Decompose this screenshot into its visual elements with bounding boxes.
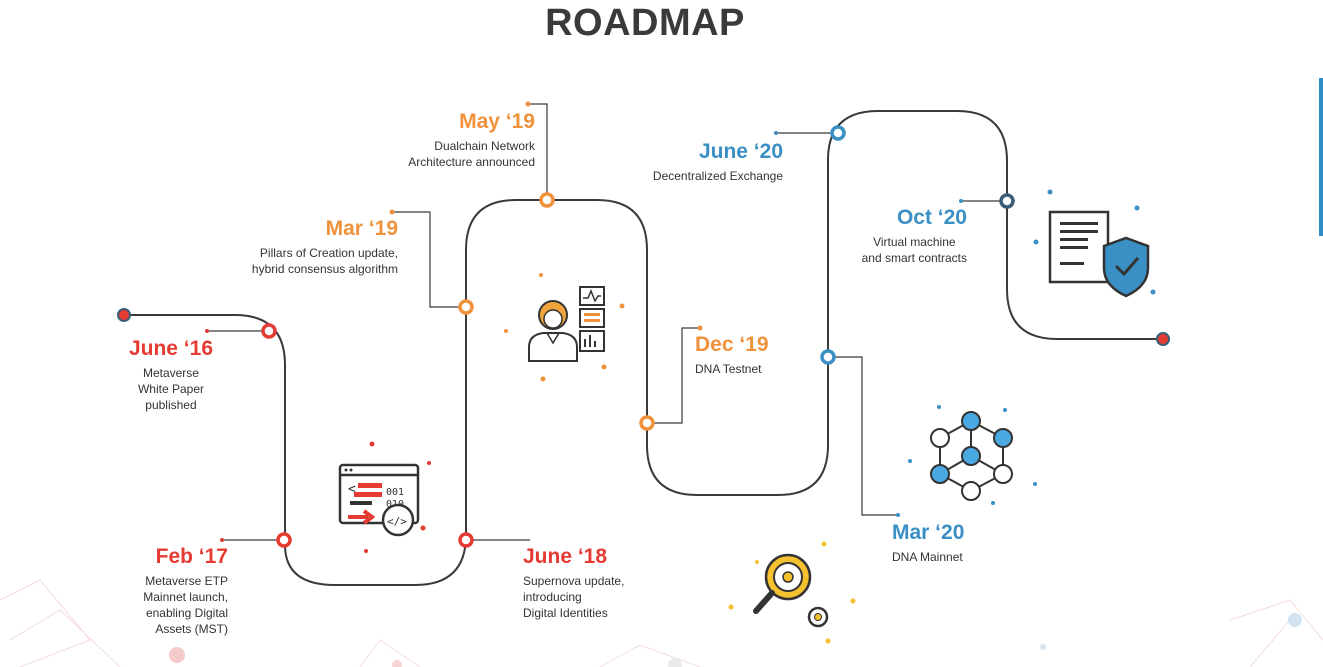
leader-lines <box>207 103 1000 541</box>
milestone-date: Feb ‘17 <box>155 545 228 568</box>
milestone-mar-19: Mar ‘19 Pillars of Creation update,hybri… <box>252 217 398 277</box>
milestone-date: June ‘16 <box>128 337 213 360</box>
milestone-date: May ‘19 <box>459 110 535 133</box>
milestone-june-20: June ‘20 Decentralized Exchange <box>653 140 783 184</box>
milestone-node-june-18 <box>458 532 474 548</box>
milestone-description: DNA Mainnet <box>892 550 963 564</box>
milestone-date: Dec ‘19 <box>695 333 769 356</box>
milestone-node-mar-20 <box>820 349 836 365</box>
edge-accent-bar <box>1319 78 1323 236</box>
svg-text:</>: </> <box>387 515 407 528</box>
milestone-date: Oct ‘20 <box>896 206 967 229</box>
settings-magnifier-icon <box>753 553 829 628</box>
roadmap-path <box>124 110 1163 586</box>
milestone-node-june-16 <box>261 323 277 339</box>
code-window-icon: < 001 010 </> <box>338 463 420 537</box>
milestone-description: Decentralized Exchange <box>652 169 783 183</box>
page-title: ROADMAP <box>545 2 745 44</box>
milestone-date: Mar ‘20 <box>892 521 965 544</box>
road-end-dot <box>1156 332 1170 346</box>
milestone-description: DNA Testnet <box>695 362 762 376</box>
milestone-node-feb-17 <box>276 532 292 548</box>
svg-text:001: 001 <box>386 487 404 498</box>
milestone-dec-19: Dec ‘19 DNA Testnet <box>695 333 769 377</box>
network-nodes-icon <box>930 411 1013 501</box>
milestone-node-june-20 <box>830 125 846 141</box>
milestone-date: June ‘18 <box>523 545 608 568</box>
background-network-decoration <box>0 579 1323 667</box>
milestone-date: Mar ‘19 <box>325 217 398 240</box>
milestone-date: June ‘20 <box>698 140 783 163</box>
svg-text:<: < <box>348 482 356 497</box>
milestone-node-mar-19 <box>458 299 474 315</box>
milestone-node-dec-19 <box>639 415 655 431</box>
analyst-person-icon <box>528 286 605 362</box>
milestone-mar-20: Mar ‘20 DNA Mainnet <box>892 521 964 565</box>
milestone-description: Pillars of Creation update,hybrid consen… <box>251 246 398 276</box>
milestone-node-may-19 <box>539 192 555 208</box>
secure-document-icon <box>1048 210 1150 298</box>
road-start-dot <box>117 308 131 322</box>
milestone-node-oct-20 <box>999 193 1015 209</box>
